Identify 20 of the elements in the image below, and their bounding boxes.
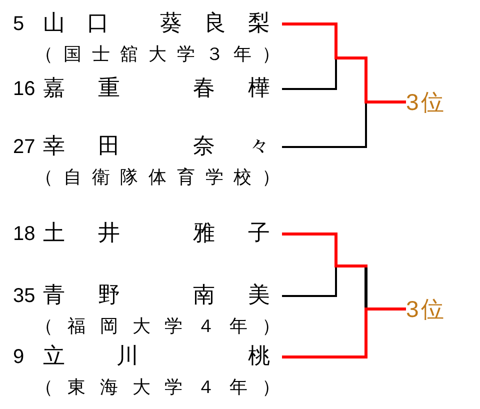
player-name: 幸田 奈々 [43, 133, 270, 161]
affiliation-text: （福岡大学４年） [35, 315, 280, 339]
player-name: 山口 葵良梨 [43, 10, 270, 38]
seed-number: 27 [13, 135, 36, 160]
player-name: 立川 桃 [43, 343, 270, 371]
rank-label: 3位 [406, 294, 446, 324]
seed-number: 5 [13, 12, 24, 37]
affiliation-text: （国士舘大学３年） [35, 43, 280, 67]
player-name: 青野 南美 [43, 282, 270, 310]
affiliation-text: （自衛隊体育学校） [35, 166, 280, 190]
player-name: 土井 雅子 [43, 220, 270, 248]
seed-number: 16 [13, 77, 36, 102]
seed-number: 35 [13, 284, 36, 309]
bracket-line [282, 22, 406, 104]
affiliation-text: （東海大学４年） [35, 376, 280, 400]
bracket-line [282, 308, 406, 358]
rank-label: 3位 [406, 87, 446, 117]
seed-number: 9 [13, 345, 24, 370]
seed-number: 18 [13, 222, 36, 247]
player-name: 嘉重 春樺 [43, 75, 270, 103]
